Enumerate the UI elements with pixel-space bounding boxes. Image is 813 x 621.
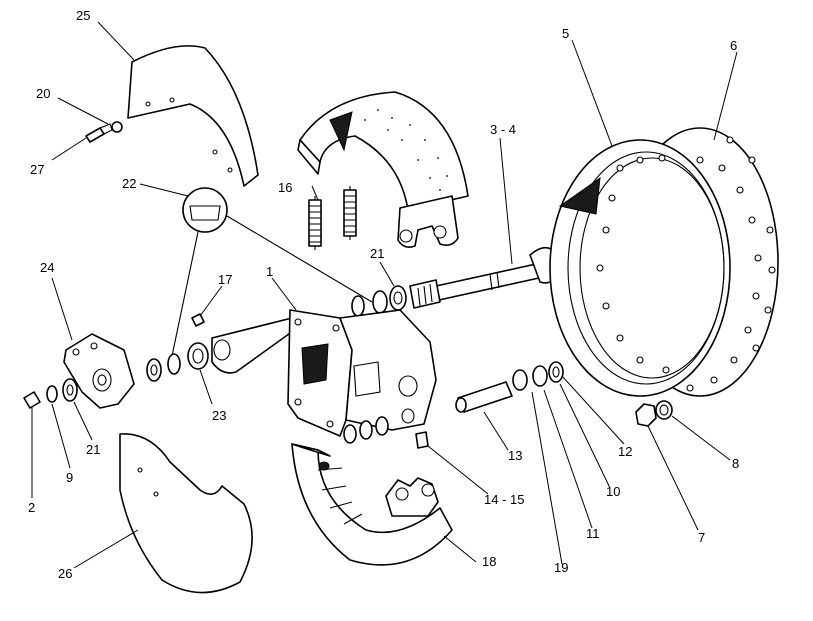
label-10: 10 [606, 484, 620, 499]
part-labels: 25 20 27 22 16 1 21 3 - 4 5 6 17 24 23 2… [28, 8, 739, 581]
label-17: 17 [218, 272, 232, 287]
label-19: 19 [554, 560, 568, 575]
label-23: 23 [212, 408, 226, 423]
label-18: 18 [482, 554, 496, 569]
lower-dust-shield [119, 433, 253, 594]
label-7: 7 [698, 530, 705, 545]
camshaft-bearings-upper [351, 285, 407, 317]
lower-brake-shoe [291, 443, 453, 566]
return-springs [308, 186, 357, 250]
label-20: 20 [36, 86, 50, 101]
label-11: 11 [586, 526, 600, 541]
upper-dust-shield [127, 45, 259, 187]
label-1: 1 [266, 264, 273, 279]
adjuster-hardware [23, 378, 78, 409]
brake-drum [549, 127, 779, 397]
label-22: 22 [122, 176, 136, 191]
brake-carrier [211, 309, 437, 437]
label-9: 9 [66, 470, 73, 485]
lower-bearings [343, 416, 429, 449]
label-13: 13 [508, 448, 522, 463]
detail-magnifier [171, 187, 373, 357]
label-8: 8 [732, 456, 739, 471]
label-21-lower: 21 [86, 442, 100, 457]
slack-adjuster [63, 333, 135, 409]
label-21-upper: 21 [370, 246, 384, 261]
bolt-and-washer [85, 121, 123, 143]
label-6: 6 [730, 38, 737, 53]
label-2: 2 [28, 500, 35, 515]
camshaft [409, 246, 561, 309]
leader-lines [31, 21, 738, 569]
label-5: 5 [562, 26, 569, 41]
wheel-nut [635, 400, 673, 427]
label-14-15: 14 - 15 [484, 492, 524, 507]
bushings [146, 342, 209, 382]
anchor-pin [455, 381, 513, 413]
label-12: 12 [618, 444, 632, 459]
upper-brake-shoe [297, 91, 469, 248]
label-3-4: 3 - 4 [490, 122, 516, 137]
label-26: 26 [58, 566, 72, 581]
label-27: 27 [30, 162, 44, 177]
label-24: 24 [40, 260, 54, 275]
grease-nipple [191, 313, 205, 327]
label-16: 16 [278, 180, 292, 195]
pin-washers [512, 361, 564, 391]
label-25: 25 [76, 8, 90, 23]
